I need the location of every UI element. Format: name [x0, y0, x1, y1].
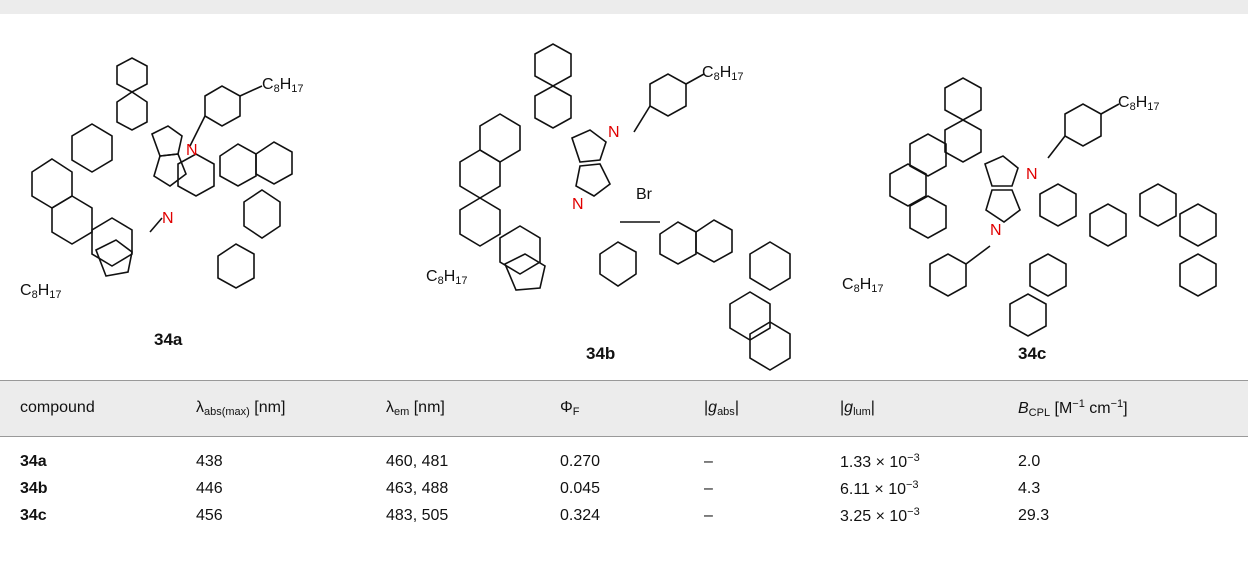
compound-label-34a: 34a [154, 330, 183, 349]
substituent-34b-top: C8H17 [702, 64, 744, 83]
cell-glum: 6.11 × 10−3 [840, 478, 919, 498]
cell-glum: 3.25 × 10−3 [840, 505, 920, 525]
header-bcpl: BCPL [M−1 cm−1] [1018, 397, 1128, 419]
cell-compound: 34c [20, 506, 47, 524]
compound-label-34c: 34c [1018, 344, 1047, 363]
header-lambda-abs: λabs(max) [nm] [196, 398, 286, 418]
cell-lambda-em: 460, 481 [386, 452, 449, 470]
cell-bcpl: 4.3 [1018, 479, 1041, 497]
cell-compound: 34a [20, 452, 47, 470]
structure-drawings [31, 43, 1217, 371]
cell-phi: 0.324 [560, 506, 601, 524]
table-row: 34b 446 463, 488 0.045 – 6.11 × 10−3 4.3 [0, 475, 1248, 502]
header-glum: |glum| [840, 398, 875, 418]
atom-34a-n1: N [186, 142, 198, 159]
table-row: 34c 456 483, 505 0.324 – 3.25 × 10−3 29.… [0, 502, 1248, 529]
atom-34b-n1: N [608, 124, 620, 141]
table-top-rule [0, 380, 1248, 381]
substituent-34a-bottom: C8H17 [20, 282, 62, 301]
atom-34c-n2: N [990, 222, 1002, 239]
cell-lambda-abs: 446 [196, 479, 223, 497]
cell-gabs: – [704, 506, 713, 524]
compound-label-34b: 34b [586, 344, 616, 363]
cell-lambda-em: 483, 505 [386, 506, 449, 524]
table-row: 34a 438 460, 481 0.270 – 1.33 × 10−3 2.0 [0, 436, 1248, 475]
structure-34a-drawing [31, 57, 293, 289]
cell-bcpl: 2.0 [1018, 452, 1041, 470]
table-header-rule [0, 436, 1248, 437]
header-lambda-em: λem [nm] [386, 398, 445, 418]
cell-gabs: – [704, 452, 713, 470]
cell-lambda-abs: 438 [196, 452, 223, 470]
atom-34b-n2: N [572, 196, 584, 213]
substituent-34c-top: C8H17 [1118, 94, 1160, 113]
cell-phi: 0.270 [560, 452, 601, 470]
cell-lambda-abs: 456 [196, 506, 223, 524]
table-header-row: compound λabs(max) [nm] λem [nm] ΦF |gab… [0, 380, 1248, 436]
header-compound: compound [20, 399, 95, 416]
cell-bcpl: 29.3 [1018, 506, 1050, 524]
header-phi: ΦF [560, 398, 580, 418]
cell-glum: 1.33 × 10−3 [840, 451, 920, 471]
atom-34a-n2: N [162, 210, 174, 227]
structures-area: C8H17 N N C8H17 34a C8H17 N N Br C8H17 3… [0, 14, 1248, 380]
atom-34b-br: Br [636, 186, 652, 203]
structure-34c-drawing [889, 77, 1217, 337]
cell-lambda-em: 463, 488 [386, 479, 449, 497]
cell-phi: 0.045 [560, 479, 601, 497]
cell-compound: 34b [20, 479, 48, 497]
substituent-34b-bottom: C8H17 [426, 268, 468, 287]
cell-gabs: – [704, 479, 713, 497]
atom-34c-n1: N [1026, 166, 1038, 183]
top-strip [0, 0, 1248, 14]
header-gabs: |gabs| [704, 398, 739, 418]
structure-34b-drawing [459, 43, 791, 371]
photophysical-table: compound λabs(max) [nm] λem [nm] ΦF |gab… [0, 380, 1248, 529]
substituent-34c-bottom: C8H17 [842, 276, 884, 295]
substituent-34a-top: C8H17 [262, 76, 304, 95]
